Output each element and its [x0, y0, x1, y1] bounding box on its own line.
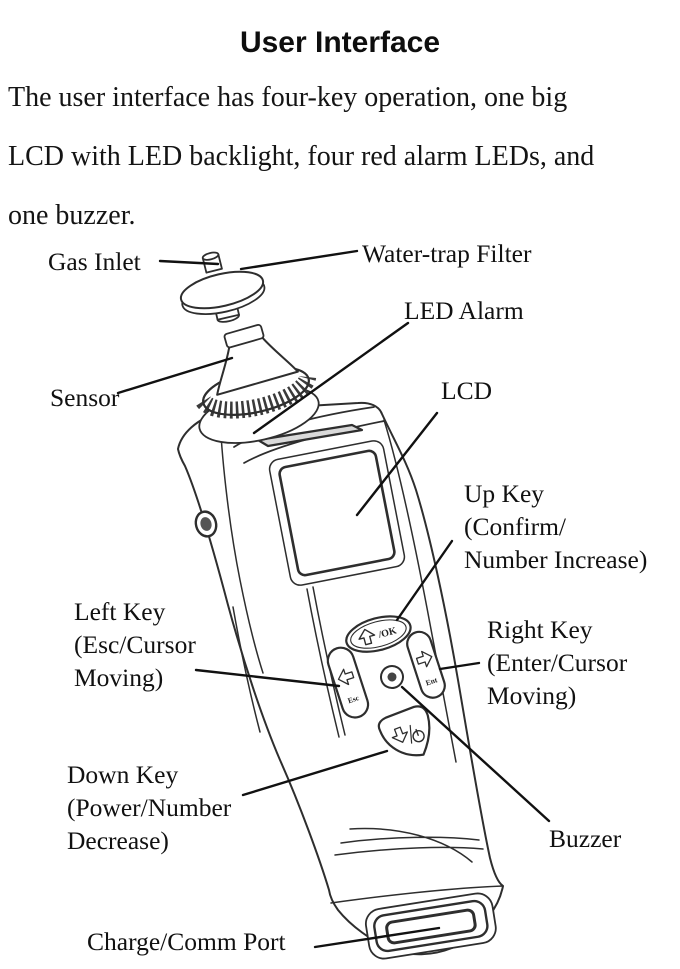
up-key-button: /OK	[345, 615, 412, 653]
up-arrow-icon	[358, 628, 376, 646]
keypad: /OK Esc Ent	[326, 615, 446, 757]
right-key-cap-label: Ent	[424, 675, 438, 687]
charge-port	[364, 892, 497, 960]
label-sensor: Sensor	[50, 383, 120, 412]
label-charge-comm-port: Charge/Comm Port	[87, 927, 286, 956]
right-arrow-icon	[415, 650, 433, 668]
water-trap-filter-drawing	[179, 270, 266, 323]
label-water-trap-filter: Water-trap Filter	[362, 239, 532, 268]
sensor-cone	[216, 323, 299, 396]
leader-lines	[116, 249, 551, 949]
label-down-key: Down Key (Power/Number Decrease)	[67, 760, 232, 855]
label-right-key: Right Key (Enter/Cursor Moving)	[487, 615, 628, 710]
intro-line: one buzzer.	[8, 200, 136, 231]
down-key-button	[377, 705, 431, 757]
gas-inlet-nub	[201, 251, 223, 274]
label-left-key: Left Key (Esc/Cursor Moving)	[74, 597, 196, 692]
left-arrow-icon	[337, 668, 355, 686]
lcd-screen	[268, 440, 406, 586]
intro-line: The user interface has four-key operatio…	[8, 82, 568, 113]
label-gas-inlet: Gas Inlet	[48, 247, 141, 276]
buzzer-hole	[380, 665, 404, 689]
label-lcd: LCD	[441, 376, 492, 405]
led-alarm-strip	[256, 423, 364, 448]
right-key-button: Ent	[406, 630, 446, 699]
label-up-key: Up Key (Confirm/ Number Increase)	[464, 479, 648, 574]
page-title: User Interface	[239, 26, 441, 59]
side-button	[194, 510, 218, 538]
label-buzzer: Buzzer	[549, 824, 622, 853]
down-arrow-icon	[391, 726, 408, 743]
intro-paragraph: The user interface has four-key operatio…	[8, 68, 676, 245]
up-key-cap-label: /OK	[376, 625, 398, 641]
left-key-cap-label: Esc	[347, 693, 361, 705]
label-led-alarm: LED Alarm	[404, 296, 524, 325]
intro-line: LCD with LED backlight, four red alarm L…	[8, 141, 595, 172]
